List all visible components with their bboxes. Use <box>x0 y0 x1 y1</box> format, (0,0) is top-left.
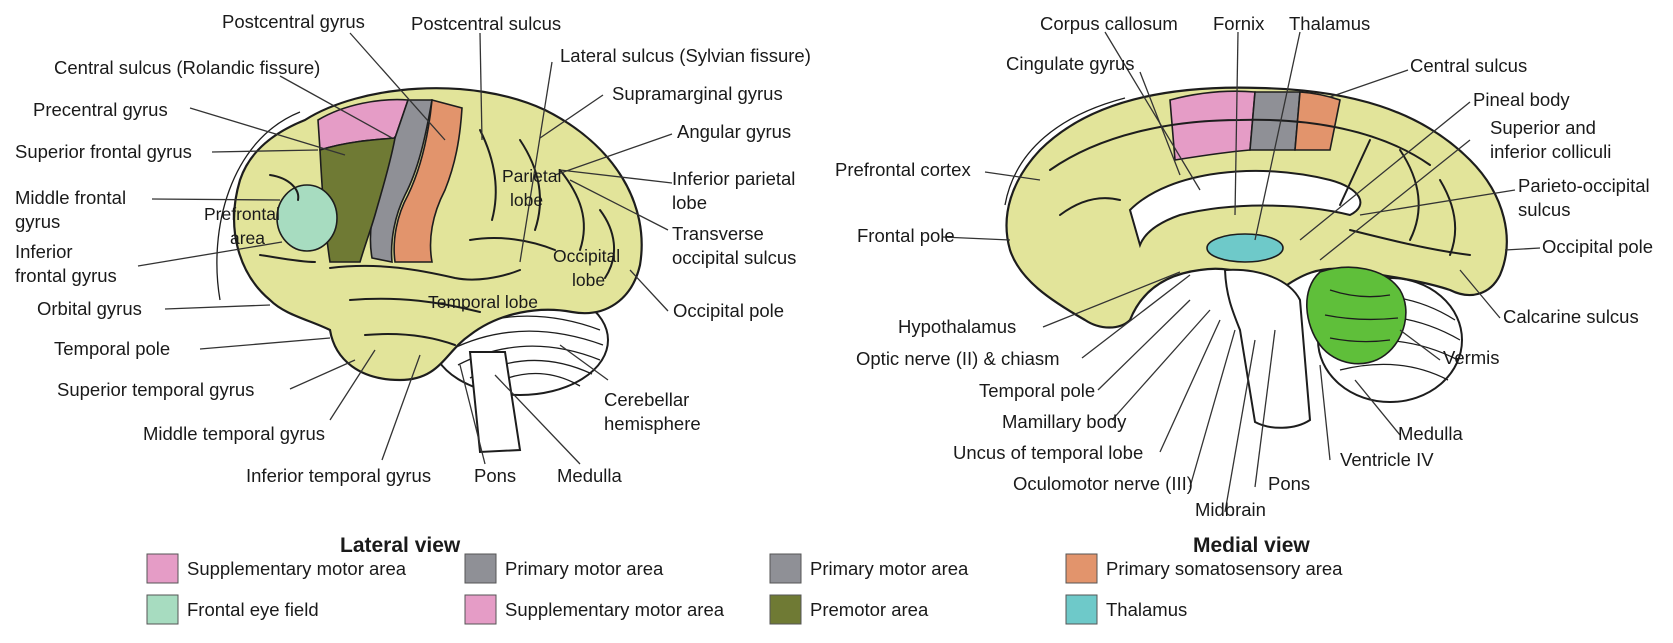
label-pons-lateral: Pons <box>474 465 516 486</box>
label-vermis: Vermis <box>1443 347 1500 368</box>
label-parieto-occipital-sulcus-line2: sulcus <box>1518 199 1570 220</box>
label-middle-temporal-gyrus: Middle temporal gyrus <box>143 423 325 444</box>
label-occipital-pole-lateral: Occipital pole <box>673 300 784 321</box>
lateral-view-title: Lateral view <box>340 534 461 557</box>
legend-swatch <box>770 595 801 624</box>
legend-swatch <box>465 554 496 583</box>
medial-thalamus <box>1207 234 1283 262</box>
label-superior-inferior-colliculi: Superior and <box>1490 117 1596 138</box>
legend-swatch <box>1066 554 1097 583</box>
label-thalamus: Thalamus <box>1289 13 1370 34</box>
medial-supplementary-motor-area <box>1170 91 1255 160</box>
label-transverse-occipital-sulcus-line2: occipital sulcus <box>672 247 796 268</box>
label-superior-inferior-colliculi-line2: inferior colliculi <box>1490 141 1611 162</box>
label-medulla-lateral: Medulla <box>557 465 622 486</box>
inside-label-occipital: Occipital <box>553 246 620 266</box>
label-orbital-gyrus: Orbital gyrus <box>37 298 142 319</box>
label-middle-frontal-gyrus: Middle frontal <box>15 187 126 208</box>
inside-label-prefrontal: Prefrontal <box>204 204 280 224</box>
legend-swatch <box>147 595 178 624</box>
label-transverse-occipital-sulcus: Transverse <box>672 223 764 244</box>
medial-view: Corpus callosum Fornix Thalamus Cingulat… <box>835 13 1653 557</box>
label-hypothalamus: Hypothalamus <box>898 316 1016 337</box>
inside-label-occipital-line2: lobe <box>572 270 605 290</box>
label-superior-temporal-gyrus: Superior temporal gyrus <box>57 379 254 400</box>
label-supramarginal-gyrus: Supramarginal gyrus <box>612 83 783 104</box>
label-temporal-pole-medial: Temporal pole <box>979 380 1095 401</box>
legend-swatch <box>770 554 801 583</box>
label-central-sulcus: Central sulcus (Rolandic fissure) <box>54 57 320 78</box>
legend-label: Premotor area <box>810 599 929 620</box>
label-central-sulcus-medial: Central sulcus <box>1410 55 1527 76</box>
legend-label: Supplementary motor area <box>505 599 725 620</box>
label-uncus: Uncus of temporal lobe <box>953 442 1143 463</box>
label-postcentral-sulcus: Postcentral sulcus <box>411 13 561 34</box>
legend-label: Primary somatosensory area <box>1106 558 1343 579</box>
label-cerebellar-hemisphere-line2: hemisphere <box>604 413 701 434</box>
legend-label: Frontal eye field <box>187 599 319 620</box>
label-frontal-pole: Frontal pole <box>857 225 955 246</box>
label-midbrain: Midbrain <box>1195 499 1266 520</box>
label-inferior-frontal-gyrus-line2: frontal gyrus <box>15 265 117 286</box>
label-cingulate-gyrus: Cingulate gyrus <box>1006 53 1135 74</box>
legend-label: Primary motor area <box>505 558 664 579</box>
label-oculomotor-nerve: Oculomotor nerve (III) <box>1013 473 1193 494</box>
label-temporal-pole-lateral: Temporal pole <box>54 338 170 359</box>
label-inferior-temporal-gyrus: Inferior temporal gyrus <box>246 465 431 486</box>
legend-label: Primary motor area <box>810 558 969 579</box>
label-lateral-sulcus: Lateral sulcus (Sylvian fissure) <box>560 45 811 66</box>
lateral-frontal-eye-field <box>277 185 337 251</box>
inside-label-parietal: Parietal <box>502 166 561 186</box>
label-inferior-parietal-lobe: Inferior parietal <box>672 168 795 189</box>
label-postcentral-gyrus: Postcentral gyrus <box>222 11 365 32</box>
label-prefrontal-cortex: Prefrontal cortex <box>835 159 971 180</box>
inside-label-prefrontal-line2: area <box>230 228 265 248</box>
inside-label-parietal-line2: lobe <box>510 190 543 210</box>
legend-swatch <box>147 554 178 583</box>
label-parieto-occipital-sulcus: Parieto-occipital <box>1518 175 1650 196</box>
medial-view-title: Medial view <box>1193 534 1310 557</box>
legend-swatch <box>1066 595 1097 624</box>
label-pons-medial: Pons <box>1268 473 1310 494</box>
legend-label: Thalamus <box>1106 599 1187 620</box>
label-fornix: Fornix <box>1213 13 1265 34</box>
lateral-view: Postcentral gyrus Postcentral sulcus Cen… <box>15 11 811 557</box>
label-precentral-gyrus: Precentral gyrus <box>33 99 168 120</box>
legend-label: Supplementary motor area <box>187 558 407 579</box>
label-ventricle-iv: Ventricle IV <box>1340 449 1434 470</box>
label-corpus-callosum: Corpus callosum <box>1040 13 1178 34</box>
inside-label-temporal: Temporal lobe <box>428 292 538 312</box>
label-medulla-medial: Medulla <box>1398 423 1463 444</box>
label-inferior-frontal-gyrus: Inferior <box>15 241 73 262</box>
label-mamillary-body: Mamillary body <box>1002 411 1127 432</box>
label-inferior-parietal-lobe-line2: lobe <box>672 192 707 213</box>
legend: Supplementary motor area Primary motor ar… <box>147 554 1343 624</box>
legend-swatch <box>465 595 496 624</box>
label-cerebellar-hemisphere: Cerebellar <box>604 389 689 410</box>
label-superior-frontal-gyrus: Superior frontal gyrus <box>15 141 192 162</box>
label-pineal-body: Pineal body <box>1473 89 1570 110</box>
label-optic-nerve: Optic nerve (II) & chiasm <box>856 348 1060 369</box>
medial-brainstem <box>1225 270 1310 428</box>
label-calcarine-sulcus: Calcarine sulcus <box>1503 306 1639 327</box>
label-angular-gyrus: Angular gyrus <box>677 121 791 142</box>
label-occipital-pole-medial: Occipital pole <box>1542 236 1653 257</box>
label-middle-frontal-gyrus-line2: gyrus <box>15 211 60 232</box>
